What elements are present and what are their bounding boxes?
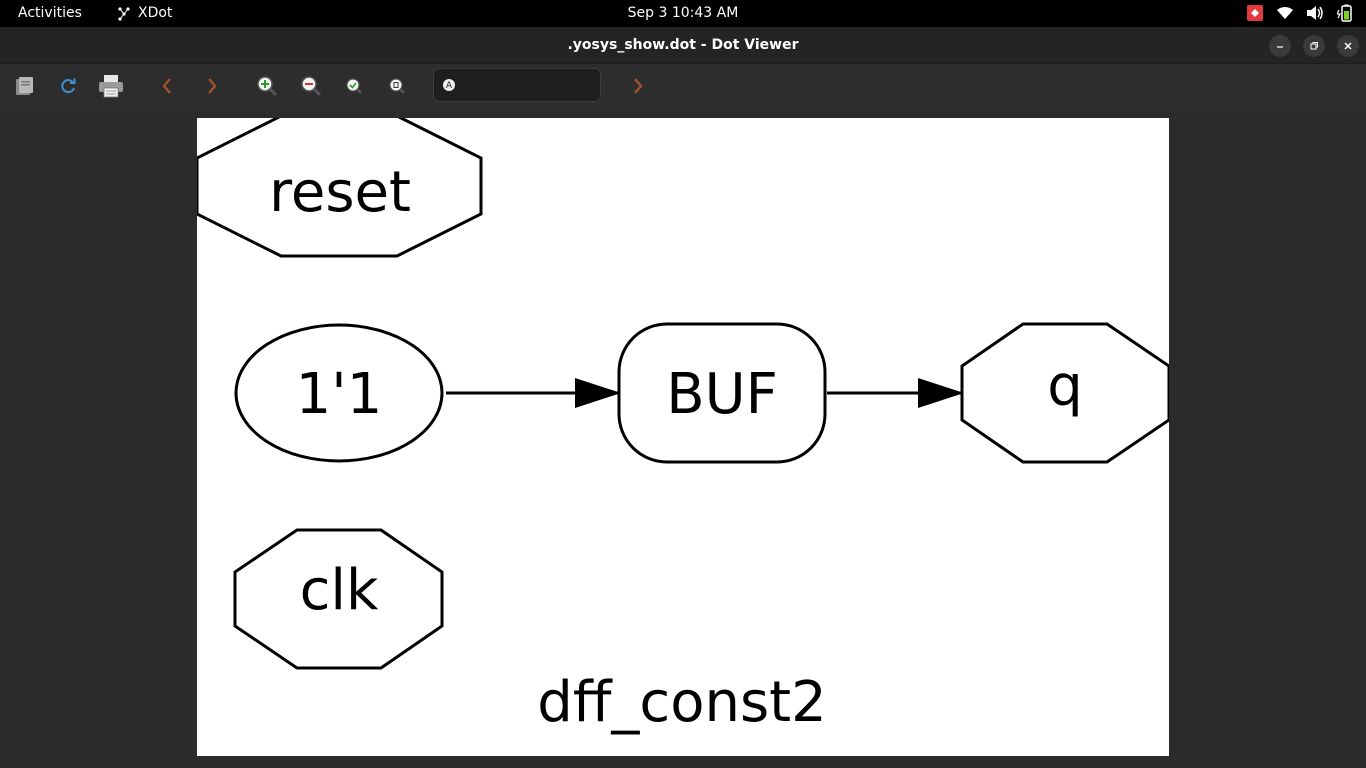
xdot-app-icon [118,7,130,21]
chevron-right-icon [634,78,643,94]
system-top-bar: Activities XDot Sep 3 10:43 AM [0,0,1366,27]
restore-icon [1310,42,1318,50]
app-name: XDot [138,5,173,21]
activities-button[interactable]: Activities [18,5,82,21]
zoom-out-button[interactable] [296,72,326,100]
reload-icon [61,78,76,94]
system-tray[interactable] [1246,4,1354,22]
toolbar [0,64,1366,107]
zoom-in-icon [257,76,278,97]
indicator-icon[interactable] [1246,4,1264,22]
print-icon [99,75,123,98]
print-button[interactable] [96,72,126,100]
node-reset[interactable]: reset [197,118,483,258]
graph-title: dff_const2 [537,670,826,735]
zoom-original-icon [389,78,405,94]
find-next-button[interactable] [623,72,653,100]
minimize-button[interactable] [1269,35,1291,57]
clock[interactable]: Sep 3 10:43 AM [627,5,739,21]
zoom-fit-icon [346,78,362,94]
battery-icon[interactable] [1336,4,1354,22]
search-input[interactable]: A [433,68,601,102]
node-buf[interactable]: BUF [617,322,827,464]
window-title: .yosys_show.dot - Dot Viewer [567,37,799,53]
node-q[interactable]: q [960,322,1169,464]
node-const[interactable]: 1'1 [234,323,444,463]
volume-icon[interactable] [1306,4,1324,22]
close-icon [1344,42,1352,50]
chevron-left-icon [162,78,171,94]
open-file-icon [16,77,33,95]
close-button[interactable] [1337,35,1359,57]
zoom-in-button[interactable] [252,72,282,100]
graph-canvas[interactable]: reset 1'1 BUF q clk dff_const2 [197,118,1169,756]
wifi-icon[interactable] [1276,4,1294,22]
node-clk[interactable]: clk [233,528,444,670]
node-label: reset [269,160,411,225]
node-label: BUF [666,362,778,427]
svg-text:A: A [446,81,453,91]
node-label: 1'1 [296,362,383,427]
app-menu[interactable]: XDot [116,5,172,21]
reload-button[interactable] [53,72,83,100]
forward-button[interactable] [197,72,227,100]
node-label: q [1047,354,1083,419]
window-titlebar: .yosys_show.dot - Dot Viewer [0,27,1366,64]
open-button[interactable] [10,72,40,100]
zoom-out-icon [301,76,322,97]
back-button[interactable] [152,72,182,100]
chevron-right-icon [208,78,217,94]
zoom-100-button[interactable] [382,72,412,100]
minimize-icon [1277,46,1283,48]
node-label: clk [300,558,379,623]
search-icon: A [443,79,455,91]
maximize-button[interactable] [1303,35,1325,57]
zoom-fit-button[interactable] [339,72,369,100]
